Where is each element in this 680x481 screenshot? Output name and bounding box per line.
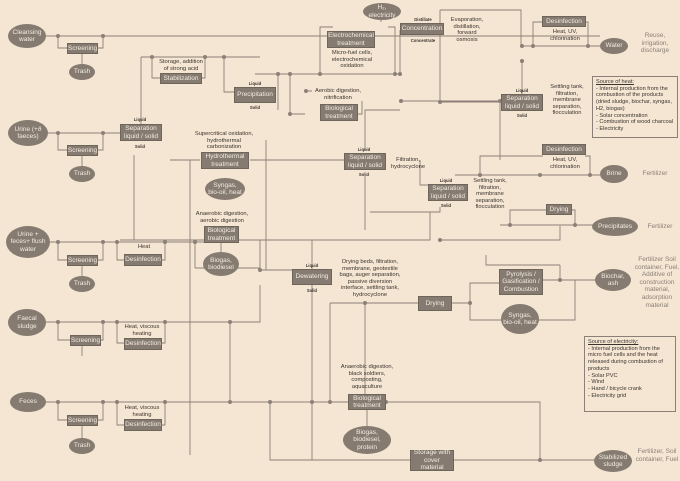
electricity-note-item: - Solar PVC [588, 372, 618, 379]
process-screening-2: Screening [67, 145, 98, 156]
use-biochar: Fertilizer Soil container, Fuel, Additiv… [634, 256, 680, 309]
heat-note-title: Source of heat: [596, 79, 634, 85]
label-solid-sep3: Solid [440, 203, 452, 208]
process-precipitation: Precipitation [234, 87, 276, 103]
process-drying-2: Drying [418, 296, 452, 311]
electricity-note-title: Source of electricity: [588, 339, 639, 345]
byproduct-syngas-1: Syngas, bio-oil, heat [205, 178, 245, 200]
annotation-supercritical: Supercritical oxidation, hydrothermal ca… [194, 131, 254, 151]
electricity-source-note: Source of electricity: - Internal produc… [584, 336, 676, 412]
label-distillate: Distillate [414, 17, 432, 22]
label-liquid-sep1: Liquid [515, 88, 529, 93]
process-drying-1: Drying [546, 204, 572, 215]
process-separation-urine: Separation liquid / solid [120, 124, 162, 141]
process-screening-4: Screening [70, 335, 101, 346]
byproduct-biogas-1: Biogas, biodiesel [203, 252, 239, 276]
heat-source-note: Source of heat: - Internal production fr… [592, 76, 678, 138]
process-desinfection-water: Desinfection [542, 16, 586, 27]
use-precipitates: Fertilizer [647, 223, 673, 230]
process-screening-1: Screening [67, 43, 98, 54]
annotation-filtration-hydrocyclone: Filtration, hydrocyclone [390, 157, 426, 170]
label-liquid-sep2: Liquid [357, 147, 371, 152]
heat-note-item: - Electricity [596, 125, 624, 132]
annotation-micro-fuel: Micro-fuel cells, electrochemical oxidat… [331, 50, 373, 70]
process-concentration: Concentration [400, 23, 444, 35]
label-solid-sep1: Solid [516, 113, 528, 118]
process-biological-1: Biological treatment [320, 104, 358, 121]
process-separation-1: Separation liquid / solid [501, 94, 543, 111]
byproduct-syngas-2: Syngas, bio-oil, heat [501, 304, 539, 334]
process-screening-3: Screening [67, 255, 98, 266]
process-hydrothermal: Hydrothermal treatment [201, 152, 249, 169]
byproduct-trash-5: Trash [69, 438, 95, 454]
electricity-note-item: - Hand / bicycle crank [588, 385, 642, 392]
byproduct-h2-electricity: H₂, electricity [363, 3, 401, 20]
label-solid-precip: Solid [249, 105, 261, 110]
process-desinfection-5: Desinfection [124, 419, 162, 431]
annotation-aerobic-nitrification: Aerobic digestion, nitrification [314, 88, 362, 101]
heat-note-item: - Combustion of wood charcoal [596, 119, 674, 126]
input-cleansing-water: Cleansing water [8, 24, 46, 48]
process-desinfection-4: Desinfection [124, 338, 162, 350]
output-water: Water [600, 38, 628, 54]
byproduct-trash-2: Trash [69, 166, 95, 182]
annotation-settling-1: Settling tank, filtration, membrane sepa… [550, 84, 584, 117]
annotation-settling-2: Settling tank, filtration, membrane sepa… [473, 178, 507, 211]
process-desinfection-brine: Desinfection [542, 144, 586, 155]
process-biological-2: Biological treatment [204, 226, 239, 243]
process-storage: Storage with cover material [410, 449, 454, 471]
byproduct-trash-3: Trash [69, 276, 95, 292]
annotation-heat-viscous-2: Heat, viscous heating [124, 405, 160, 418]
process-electrochemical: Electrochemical treatment [327, 31, 375, 48]
label-liquid-urine: Liquid [133, 117, 147, 122]
label-solid-urine: Solid [134, 144, 146, 149]
byproduct-trash-1: Trash [69, 64, 95, 80]
process-screening-5: Screening [67, 415, 98, 426]
output-precipitates: Precipitates [592, 217, 638, 236]
process-dewatering: Dewatering [292, 269, 332, 285]
annotation-heat-uv-2: Heat, UV, chlorination [550, 157, 580, 170]
annotation-storage-acid: Storage, addition of strong acid [159, 59, 203, 72]
label-liquid-dew: Liquid [305, 263, 319, 268]
annotation-heat-uv-1: Heat, UV, chlorination [550, 29, 580, 42]
annotation-anaerobic-aerobic: Anaerobic digestion, aerobic digestion [195, 211, 249, 224]
byproduct-biogas-2: Biogas, biodiesel, protein [343, 426, 391, 454]
output-brine: Brine [600, 165, 628, 183]
label-concentrate: Concentrate [410, 38, 436, 43]
annotation-heat: Heat [137, 244, 151, 250]
annotation-heat-viscous-1: Heat, viscous heating [124, 324, 160, 337]
output-biochar: Biochar, ash [595, 269, 631, 291]
process-biological-3: Biological treatment [348, 394, 386, 410]
heat-note-item: - Solar concentration [596, 112, 648, 119]
use-brine: Fertilizer [642, 170, 668, 177]
use-stabilized-sludge: Fertilizer, Soil container, Fuel [635, 448, 679, 463]
electricity-note-item: - Wind [588, 379, 605, 386]
process-stabilization: Stabilization [160, 73, 202, 84]
electricity-note-item: - Internal production from the micro fue… [588, 345, 663, 372]
heat-note-item: - Internal production from the combustio… [596, 85, 672, 112]
label-solid-dew: Solid [306, 288, 318, 293]
process-separation-3: Separation liquid / solid [428, 184, 468, 201]
process-separation-2: Separation liquid / solid [344, 153, 386, 170]
label-liquid-sep3: Liquid [439, 178, 453, 183]
input-urine-faeces-flush: Urine + feces+ flush water [6, 226, 50, 258]
process-desinfection-3: Desinfection [124, 254, 162, 266]
annotation-drying-beds: Drying beds, filtration, membrane, geote… [339, 259, 401, 298]
annotation-anaerobic-soldiers: Anaerobic digestion, black soldiers, com… [340, 364, 394, 390]
output-stabilized-sludge: Stabilized sludge [594, 450, 632, 472]
electricity-note-item: - Electricity grid [588, 392, 627, 399]
annotation-evaporation: Evaporation, distillation, forward osmos… [450, 17, 484, 43]
input-feces: Feces [10, 392, 46, 412]
use-water: Reuse, irrigation, discharge [640, 32, 670, 55]
label-solid-sep2: Solid [358, 172, 370, 177]
label-liquid-precip: Liquid [248, 81, 262, 86]
input-urine: Urine (+ð faeces) [8, 120, 48, 146]
process-pyrolysis: Pyrolysis / Gasification / Combustion [499, 269, 543, 295]
input-faecal-sludge: Faecal sludge [8, 309, 46, 336]
